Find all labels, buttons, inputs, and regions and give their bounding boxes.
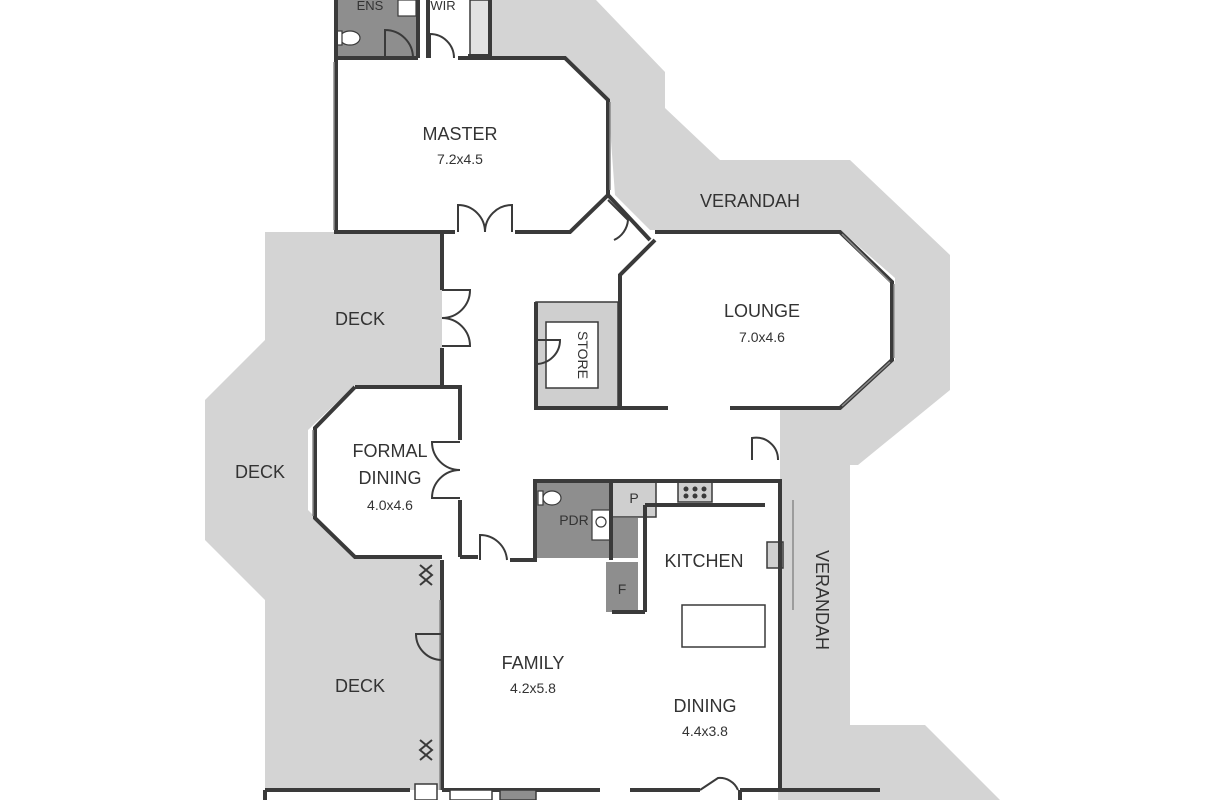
family-label: FAMILY (502, 653, 565, 673)
cooktop-burners (683, 486, 707, 499)
deck-middle-label: DECK (235, 462, 285, 482)
burner-icon (692, 493, 698, 499)
door-icon (607, 199, 630, 241)
formal-dining-room (315, 387, 460, 557)
door-icon (384, 28, 414, 59)
door-icon (430, 469, 461, 499)
wir-label: WIR (430, 0, 455, 13)
door-icon (751, 436, 780, 461)
burner-icon (701, 486, 707, 492)
family-dims: 4.2x5.8 (510, 680, 556, 696)
kitchen-bench-area (645, 505, 763, 605)
bottom-fixtures (414, 783, 537, 800)
dining-dims: 4.4x3.8 (682, 723, 728, 739)
pantry-label: P (629, 490, 638, 506)
labels: ENS WIR MASTER 7.2x4.5 VERANDAH LOUNGE 7… (235, 0, 832, 739)
lounge-label: LOUNGE (724, 301, 800, 321)
sliding-door-icon (419, 564, 434, 586)
store-label: STORE (575, 331, 591, 379)
deck-upper-label: DECK (335, 309, 385, 329)
door-icon (535, 339, 562, 365)
burner-icon (692, 486, 698, 492)
verandah-top-label: VERANDAH (700, 191, 800, 211)
deck-area (205, 232, 442, 790)
fridge-label: F (618, 581, 627, 597)
sliding-door-icon (419, 739, 434, 761)
cooktop (677, 481, 713, 503)
door-icon (414, 633, 443, 661)
basin-bowl-icon (595, 516, 607, 528)
wir-shelf (469, 0, 491, 57)
verandah-right-label: VERANDAH (812, 550, 832, 650)
door-icon (441, 317, 472, 347)
dining-label: DINING (674, 696, 737, 716)
formal-dining-label-line2: DINING (359, 468, 422, 488)
verandah-area (492, 0, 1000, 800)
sliding-door-icon (418, 739, 433, 761)
burner-icon (683, 486, 689, 492)
toilet-icon (339, 30, 361, 46)
kitchen-island (681, 604, 766, 648)
burner-icon (683, 493, 689, 499)
deck-lower-label: DECK (335, 676, 385, 696)
door-icon (699, 776, 739, 791)
lounge-room (620, 232, 892, 408)
sanitary-fixtures (336, 0, 611, 541)
master-room (336, 58, 608, 232)
toilet-cistern-icon (537, 490, 544, 506)
kitchen-label: KITCHEN (664, 551, 743, 571)
door-icon (479, 533, 508, 561)
lounge-dims: 7.0x4.6 (739, 329, 785, 345)
wall-oven-area (612, 518, 638, 558)
formal-dining-dims: 4.0x4.6 (367, 497, 413, 513)
formal-dining-label-line1: FORMAL (352, 441, 427, 461)
master-dims: 7.2x4.5 (437, 151, 483, 167)
pdr-label: PDR (559, 512, 589, 528)
master-label: MASTER (422, 124, 497, 144)
outdoor-areas (205, 0, 1000, 800)
ens-label: ENS (357, 0, 384, 13)
doors (384, 28, 780, 791)
basin-icon (397, 0, 417, 17)
fridge-area (606, 562, 638, 612)
sliding-door-icon (418, 564, 433, 586)
door-icon (484, 203, 513, 233)
windows (312, 62, 895, 790)
toilet-icon (542, 490, 562, 506)
door-icon (429, 32, 455, 59)
burner-icon (701, 493, 707, 499)
